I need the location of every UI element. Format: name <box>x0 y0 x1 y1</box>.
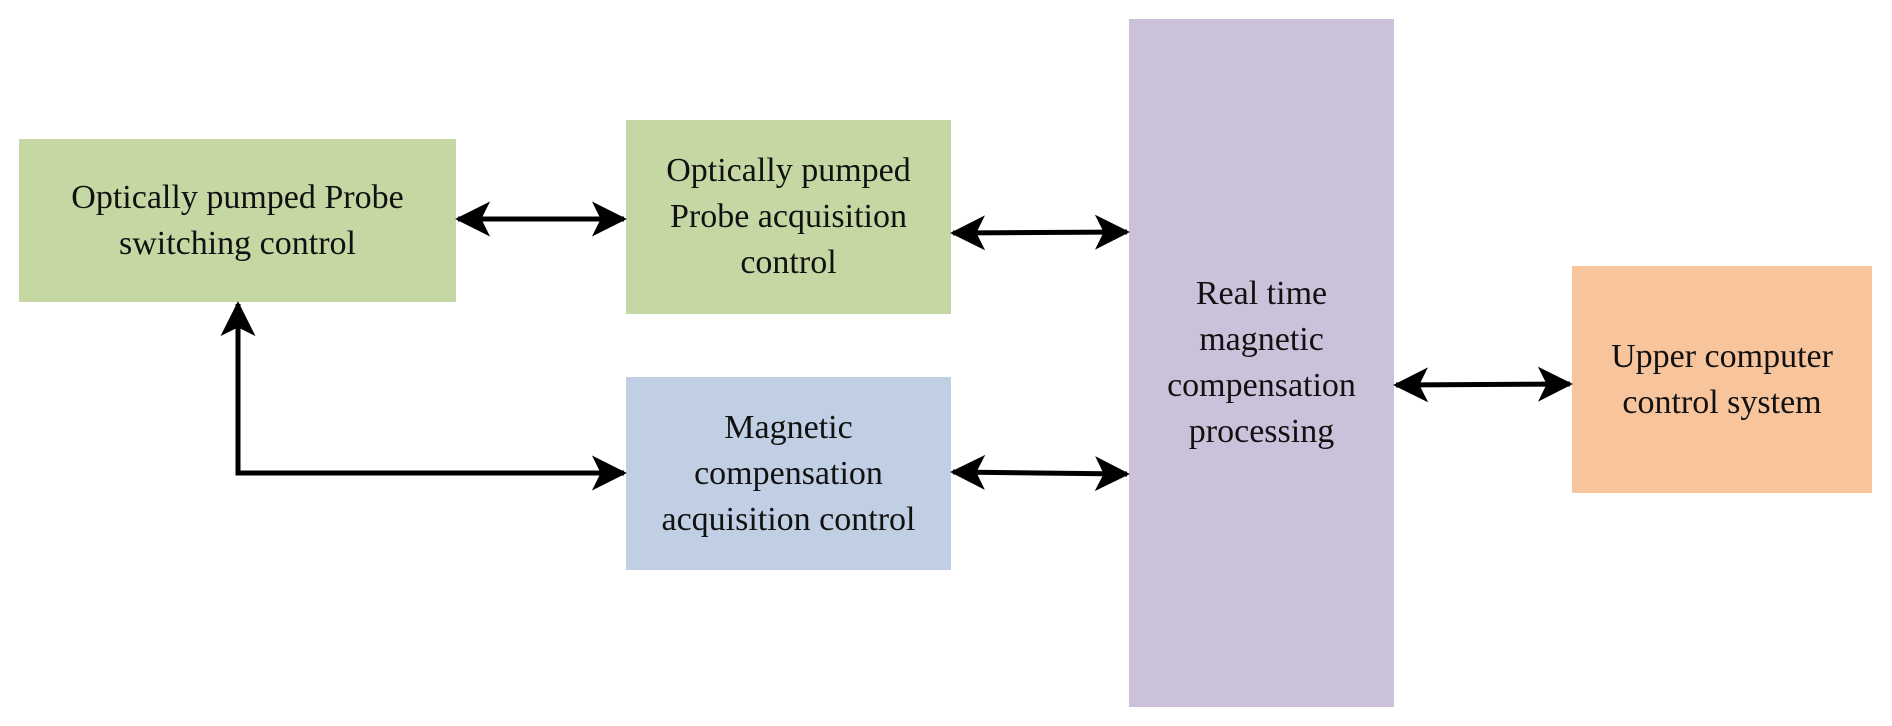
node-label: Magnetic compensation acquisition contro… <box>661 408 916 538</box>
node-real-time-magnetic-compensation-processing: Real time magnetic compensation processi… <box>1129 19 1394 707</box>
node-probe-switching-control: Optically pumped Probe switching control <box>19 139 456 302</box>
edge-b4-b5 <box>1393 366 1573 403</box>
node-magnetic-compensation-acquisition-control: Magnetic compensation acquisition contro… <box>626 377 951 570</box>
node-label: Optically pumped Probe acquisition contr… <box>666 152 911 281</box>
edge-b1-b3-elbow <box>220 301 627 491</box>
node-label: Upper computer control system <box>1611 337 1833 421</box>
edge-b3-b4 <box>950 454 1130 492</box>
node-label: Real time magnetic compensation processi… <box>1167 275 1356 450</box>
node-label: Optically pumped Probe switching control <box>71 178 404 262</box>
node-upper-computer-control-system: Upper computer control system <box>1572 266 1872 493</box>
node-probe-acquisition-control: Optically pumped Probe acquisition contr… <box>626 120 951 314</box>
edge-b2-b4 <box>950 214 1130 251</box>
